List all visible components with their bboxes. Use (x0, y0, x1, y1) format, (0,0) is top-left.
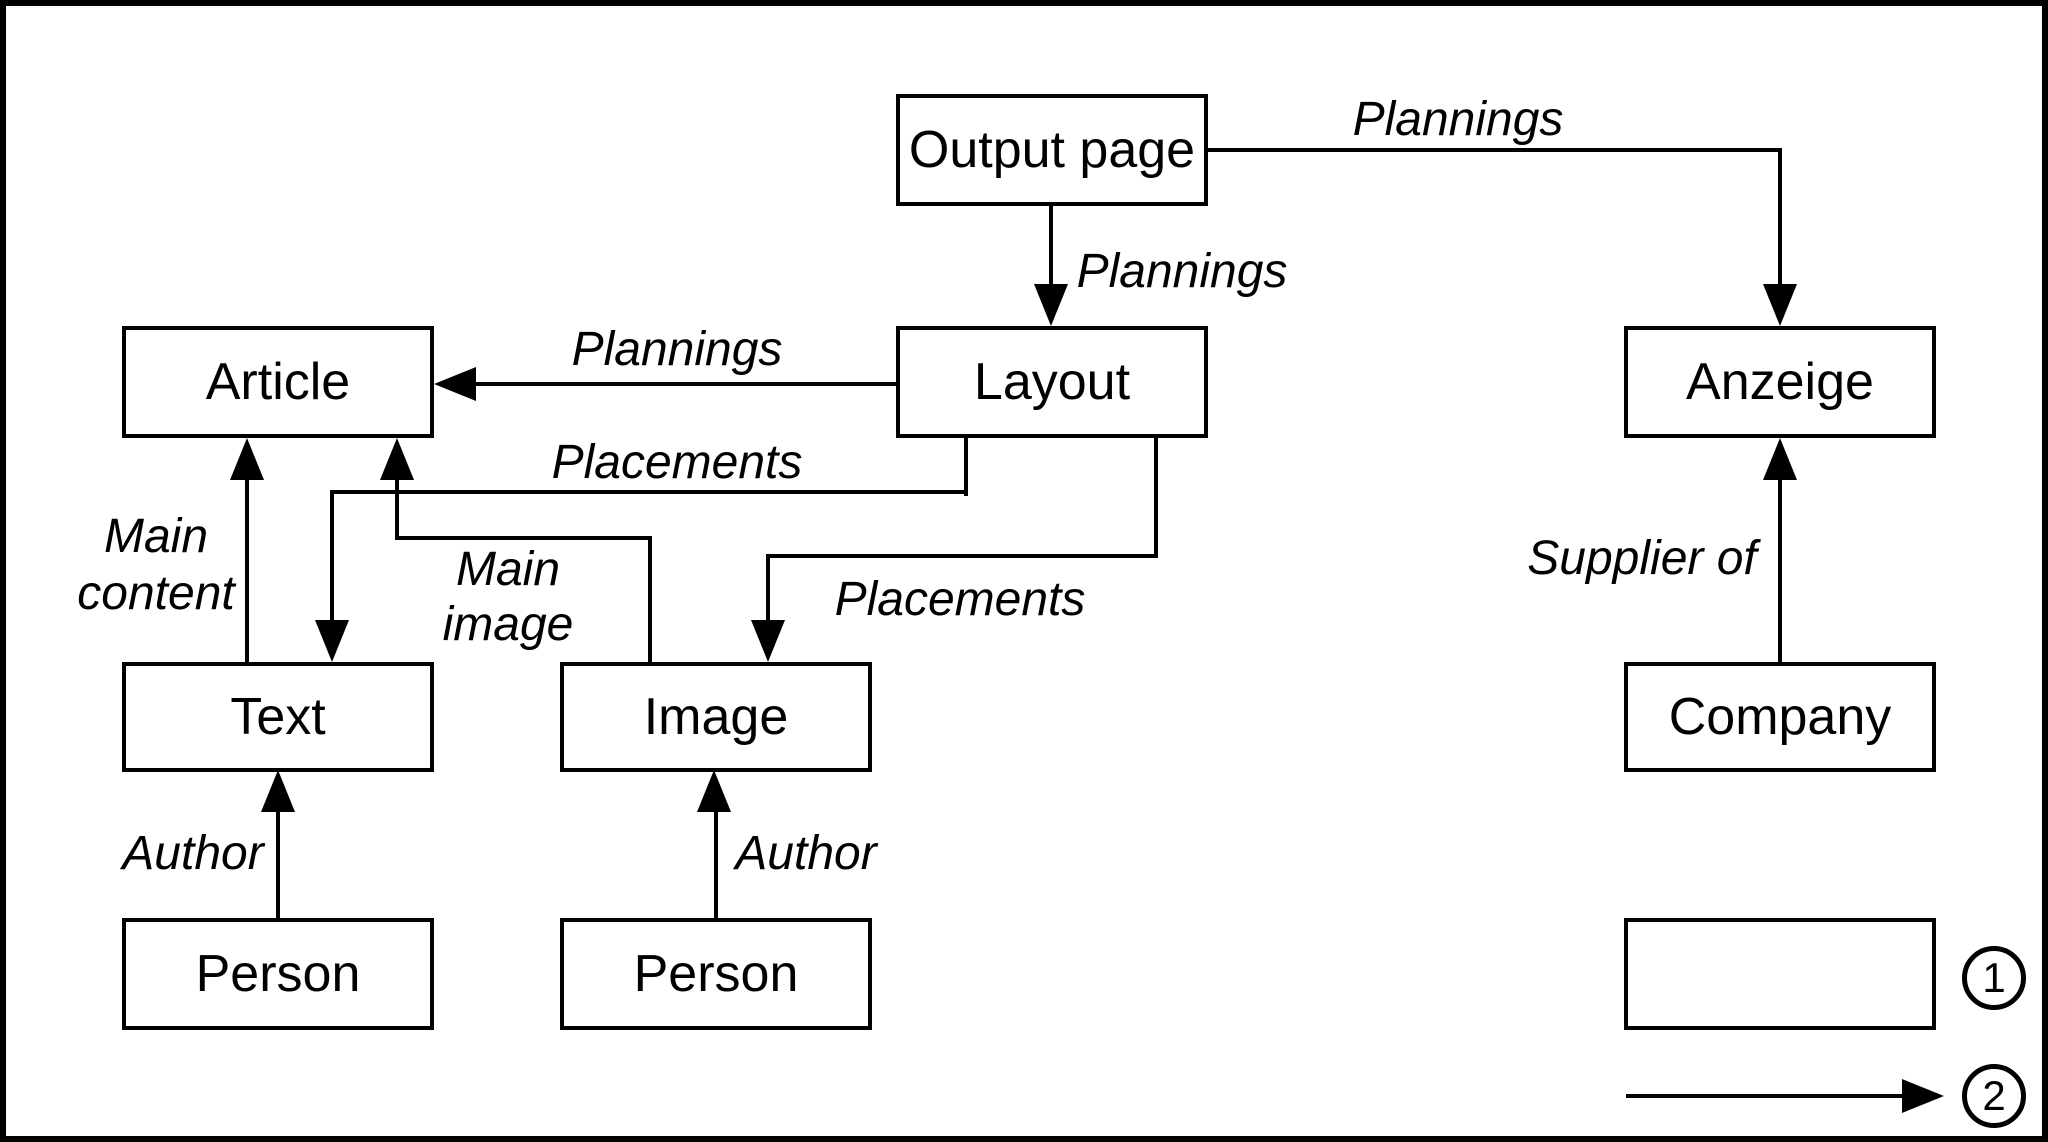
arrowhead-up-anzeige-icon (1763, 438, 1797, 480)
arrowhead-up-article-left-icon (230, 438, 264, 480)
node-image-label: Image (643, 688, 789, 746)
node-anzeige: Anzeige (1624, 326, 1936, 438)
node-text-label: Text (230, 688, 326, 746)
edge-layout-text-hline (330, 490, 968, 494)
edge-text-article-line (245, 478, 249, 662)
node-company: Company (1624, 662, 1936, 772)
legend-arrowhead-right-icon (1902, 1079, 1944, 1113)
edge-layout-image-hline (766, 554, 1158, 558)
edge-label-main-image-line1: Main (455, 543, 561, 596)
edge-label-plannings-mid: Plannings (1076, 245, 1288, 298)
node-company-label: Company (1668, 688, 1892, 746)
arrowhead-left-article-icon (434, 367, 476, 401)
node-text: Text (122, 662, 434, 772)
legend-number-1: 1 (1982, 954, 2006, 1001)
edge-layout-article-line (476, 382, 898, 386)
node-person-text: Person (122, 918, 434, 1030)
legend-circle-2: 2 (1962, 1064, 2026, 1128)
node-anzeige-label: Anzeige (1686, 353, 1874, 411)
node-layout-label: Layout (973, 353, 1131, 411)
edge-label-placements-right: Placements (834, 573, 1086, 626)
edge-layout-text-vline2 (330, 490, 334, 622)
arrowhead-down-layout-icon (1034, 284, 1068, 326)
edge-label-author-left: Author (122, 827, 264, 880)
arrowhead-down-text-icon (315, 620, 349, 662)
node-person-image: Person (560, 918, 872, 1030)
node-image: Image (560, 662, 872, 772)
node-output-page-label: Output page (908, 121, 1196, 179)
edge-label-main-content: Main content (77, 508, 234, 622)
edge-label-placements-left: Placements (551, 436, 803, 489)
node-person-image-label: Person (633, 945, 799, 1003)
edge-label-main-image: Main image (443, 542, 574, 652)
edge-label-main-image-line2: image (442, 598, 574, 651)
legend-entity-box (1624, 918, 1936, 1030)
arrowhead-up-text-icon (261, 770, 295, 812)
edge-company-anzeige-line (1778, 478, 1782, 662)
legend-number-2: 2 (1982, 1072, 2006, 1119)
node-output-page: Output page (896, 94, 1208, 206)
node-article-label: Article (205, 353, 351, 411)
edge-layout-image-vline1 (1154, 438, 1158, 558)
edge-outputpage-anzeige-vline (1778, 148, 1782, 288)
edge-layout-image-vline2 (766, 554, 770, 620)
arrowhead-up-image-icon (697, 770, 731, 812)
edge-image-article-hline (395, 536, 652, 540)
edge-label-supplier: Supplier of (1527, 532, 1757, 585)
edge-label-main-content-line1: Main (103, 510, 209, 563)
edge-person-image-line (714, 812, 718, 918)
arrowhead-down-anzeige-icon (1763, 284, 1797, 326)
edge-label-author-right: Author (735, 827, 877, 880)
edge-image-article-vline1 (648, 536, 652, 662)
edge-outputpage-layout-line (1049, 206, 1053, 290)
legend-circle-1: 1 (1962, 946, 2026, 1010)
node-layout: Layout (896, 326, 1208, 438)
legend-arrow-line (1626, 1094, 1902, 1098)
node-article: Article (122, 326, 434, 438)
edge-label-plannings-left: Plannings (571, 323, 783, 376)
edge-layout-text-vline1 (964, 438, 968, 496)
edge-label-plannings-top: Plannings (1352, 93, 1564, 146)
arrowhead-up-article-right-icon (380, 438, 414, 480)
edge-image-article-vline2 (395, 478, 399, 538)
arrowhead-down-image-icon (751, 620, 785, 662)
node-person-text-label: Person (195, 945, 361, 1003)
edge-person-text-line (276, 812, 280, 918)
edge-outputpage-anzeige-hline (1206, 148, 1782, 152)
edge-label-main-content-line2: content (77, 567, 235, 620)
